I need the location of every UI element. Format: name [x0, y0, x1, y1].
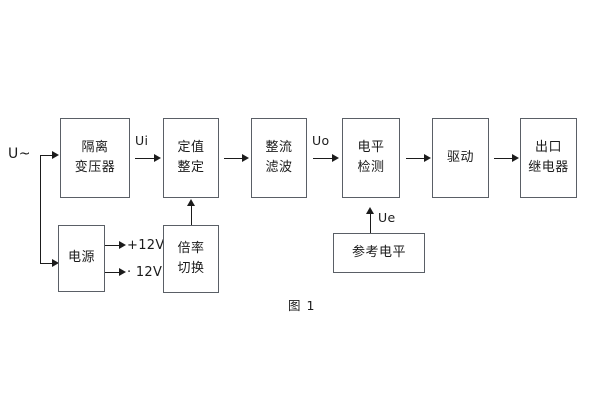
block-line: 参考电平	[351, 244, 406, 260]
wire-setting-to-rectify	[224, 158, 244, 159]
rail-label-negative: · 12V	[127, 265, 163, 280]
signal-label-ui: Ui	[135, 133, 149, 148]
arrowhead-into-level-detect-from-reference	[366, 207, 374, 214]
block-line: 检测	[357, 160, 385, 175]
arrowhead-into-output-relay	[512, 154, 519, 162]
block-line: 电平	[357, 139, 385, 155]
wire-source-to-transformer	[40, 155, 54, 156]
block-line: 倍率	[177, 240, 205, 256]
wire-rail-positive	[105, 245, 122, 246]
arrowhead-into-rectify	[242, 154, 249, 162]
rail-label-positive: +12V	[127, 238, 165, 253]
block-line: 变压器	[74, 160, 116, 175]
source-label-u-ac: U~	[8, 146, 31, 162]
arrowhead-into-level-detect	[332, 154, 339, 162]
arrowhead-rail-negative	[119, 268, 126, 276]
block-rectify-filter[interactable]: 整流 滤波	[251, 118, 307, 198]
arrowhead-into-transformer	[52, 151, 59, 159]
wire-transformer-to-setting	[135, 158, 156, 159]
block-isolation-transformer[interactable]: 隔离 变压器	[60, 118, 130, 198]
wire-source-to-power-supply	[40, 263, 54, 264]
block-reference-level[interactable]: 参考电平	[333, 233, 425, 273]
arrowhead-into-power-supply	[52, 259, 59, 267]
wire-drive-to-output-relay	[494, 158, 514, 159]
block-line: 整流	[265, 139, 293, 155]
arrowhead-rail-positive	[119, 241, 126, 249]
arrowhead-into-setting	[154, 154, 161, 162]
block-multiplier-switch[interactable]: 倍率 切换	[163, 225, 219, 293]
block-line: 电源	[67, 250, 95, 266]
block-line: 出口	[534, 139, 562, 155]
arrowhead-into-setting-from-multiplier	[187, 199, 195, 206]
block-line: 滤波	[265, 160, 293, 175]
wire-rail-negative	[105, 272, 122, 273]
block-line: 整定	[177, 160, 205, 175]
block-output-relay[interactable]: 出口 继电器	[520, 118, 577, 198]
block-line: 定值	[177, 139, 205, 155]
wire-source-trunk-vertical	[40, 155, 41, 263]
arrowhead-into-drive	[424, 154, 431, 162]
block-line: 切换	[177, 261, 205, 276]
wire-level-detect-to-drive	[406, 158, 426, 159]
block-line: 隔离	[81, 139, 109, 155]
signal-label-uo: Uo	[312, 133, 330, 148]
block-power-supply[interactable]: 电源	[58, 225, 105, 292]
block-line: 驱动	[446, 149, 474, 165]
block-line: 继电器	[528, 160, 569, 175]
block-setting-value[interactable]: 定值 整定	[163, 118, 219, 198]
wire-rectify-to-level-detect	[313, 158, 334, 159]
block-level-detect[interactable]: 电平 检测	[342, 118, 400, 198]
block-drive[interactable]: 驱动	[432, 118, 489, 198]
wire-multiplier-to-setting	[191, 205, 192, 225]
wire-reference-to-level-detect	[370, 213, 371, 233]
signal-label-ue: Ue	[378, 210, 396, 225]
figure-caption: 图 1	[288, 298, 316, 313]
